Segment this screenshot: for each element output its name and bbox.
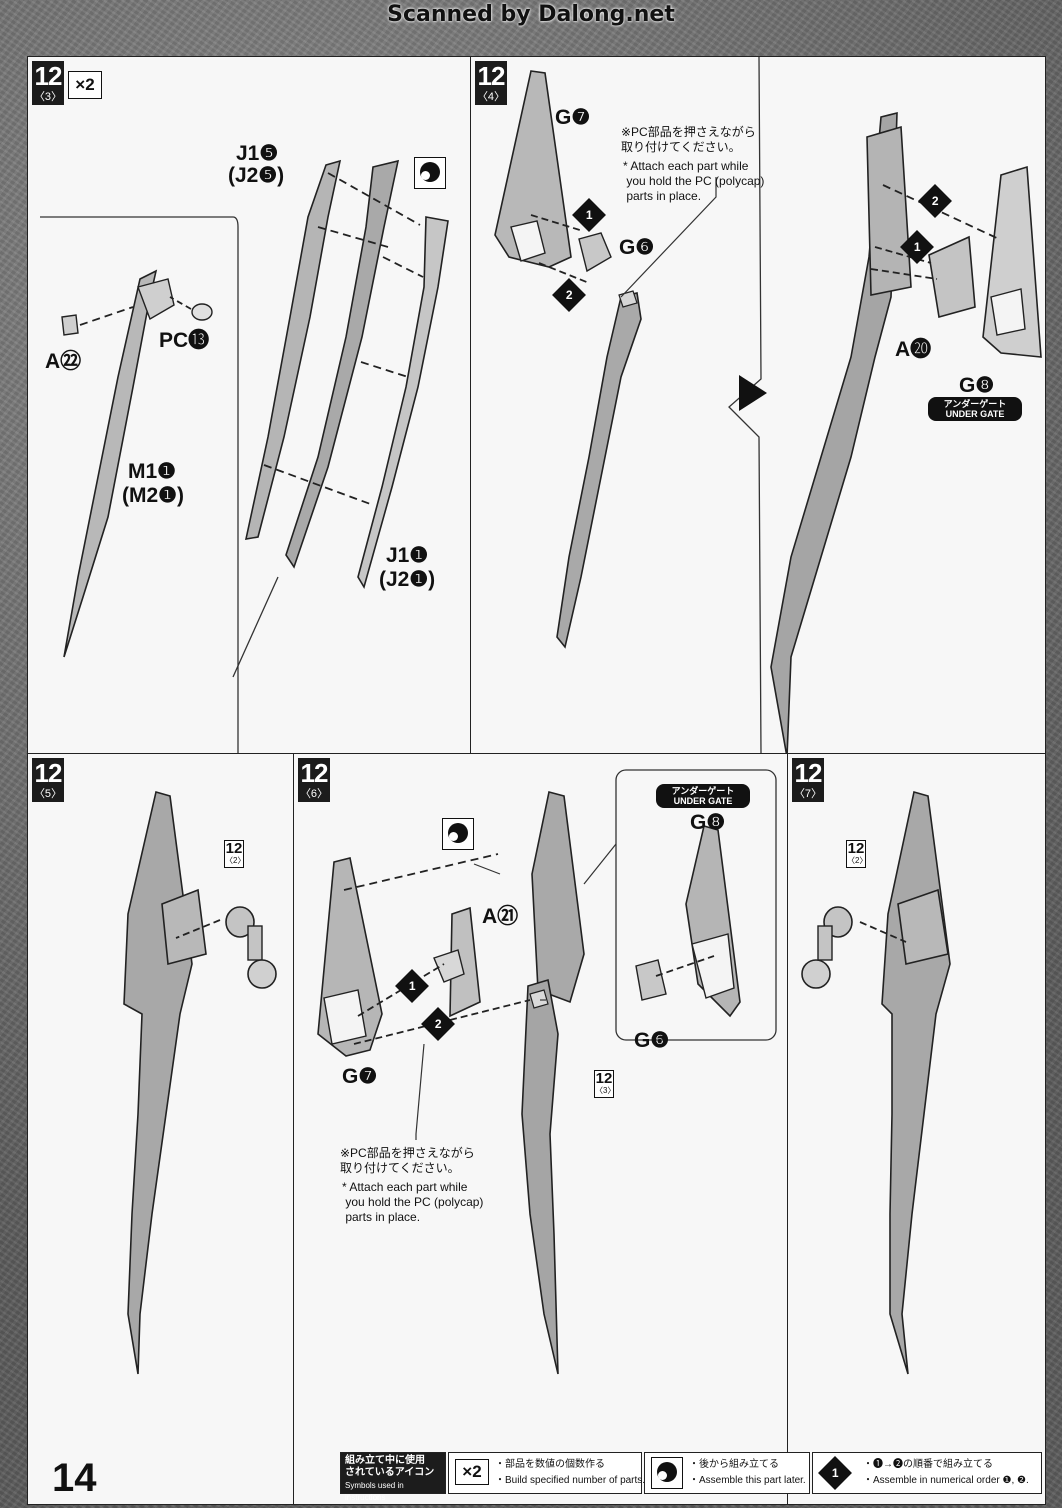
step-badge: 12〈7〉 xyxy=(792,758,824,802)
instruction-page: 12〈3〉 ×2 J1❺ (J2❺) A㉒ PC⓭ M1❶ (M2❶) J1❶ … xyxy=(27,56,1046,1505)
part-label-g7: G❼ xyxy=(555,106,591,129)
reference-step-badge: 12〈2〉 xyxy=(846,840,867,868)
part-label-m1-1: M1❶ xyxy=(128,460,176,483)
under-gate-tag: アンダーゲート UNDER GATE xyxy=(928,397,1022,421)
part-label-a21: A㉑ xyxy=(482,905,519,928)
step-badge: 12〈3〉 xyxy=(32,61,64,105)
legend-sequence: 1 ・❶→❷の順番で組み立てる ・Assemble in numerical o… xyxy=(812,1452,1042,1494)
under-gate-jp: アンダーゲート xyxy=(943,399,1007,409)
legend-title-jp: 組み立て中に使用 されているアイコン xyxy=(345,1455,435,1478)
panel-step-12-4: 12〈4〉 G❼ 1 G❻ 2 ※PC部品を押さえながら 取り付けてください。 … xyxy=(470,56,1046,755)
legend-multiply-jp: ・部品を数値の個数作る xyxy=(495,1459,605,1470)
part-label-g7: G❼ xyxy=(342,1065,378,1088)
panel-step-12-3-drawing xyxy=(40,159,449,754)
polycap-note-jp: ※PC部品を押さえながら 取り付けてください。 xyxy=(340,1146,475,1175)
legend-sequence-jp: ・❶→❷の順番で組み立てる xyxy=(863,1459,993,1470)
part-label-a22: A㉒ xyxy=(45,350,82,373)
part-label-g6: G❻ xyxy=(634,1029,670,1052)
part-label-pc13: PC⓭ xyxy=(159,329,210,352)
panel-step-12-4-drawing xyxy=(494,57,1042,754)
polycap-note-jp: ※PC部品を押さえながら 取り付けてください。 xyxy=(621,125,756,154)
panel-step-12-5: 12〈5〉 12〈2〉 xyxy=(27,753,295,1505)
assemble-later-icon xyxy=(414,157,446,189)
under-gate-en: UNDER GATE xyxy=(945,409,1005,419)
part-label-g8: G❽ xyxy=(959,374,995,397)
part-label-j1-5: J1❺ xyxy=(236,142,279,165)
polycap-note-en: * Attach each part while you hold the PC… xyxy=(342,1180,484,1224)
panel-step-12-6: 12〈6〉 A㉑ 1 2 G❼ 12〈3〉 アンダーゲート UNDER GATE… xyxy=(293,753,789,1505)
polycap-note-en: * Attach each part while you hold the PC… xyxy=(623,159,765,203)
under-gate-en: UNDER GATE xyxy=(673,796,733,806)
multiplier-badge: ×2 xyxy=(68,71,102,99)
part-label-g6: G❻ xyxy=(619,236,655,259)
part-label-m2-1: (M2❶) xyxy=(122,484,184,507)
legend-multiply: ×2 ・部品を数値の個数作る ・Build specified number o… xyxy=(448,1452,646,1494)
legend-later-en: ・Assemble this part later. xyxy=(689,1475,806,1486)
scan-credit: Scanned by Dalong.net xyxy=(387,2,675,27)
page-number: 14 xyxy=(52,1456,97,1500)
panel-step-12-5-drawing xyxy=(123,790,277,1375)
multiplier-icon: ×2 xyxy=(455,1459,489,1485)
part-label-j2-5: (J2❺) xyxy=(228,164,285,187)
panel-step-12-3: 12〈3〉 ×2 J1❺ (J2❺) A㉒ PC⓭ M1❶ (M2❶) J1❶ … xyxy=(27,56,472,755)
step-badge: 12〈6〉 xyxy=(298,758,330,802)
part-label-g8: G❽ xyxy=(690,811,726,834)
panel-step-12-6-drawing xyxy=(317,769,777,1375)
legend-sequence-en: ・Assemble in numerical order ❶, ❷. xyxy=(863,1475,1029,1486)
step-badge: 12〈5〉 xyxy=(32,758,64,802)
part-label-a20: A⓴ xyxy=(895,338,932,361)
part-label-j2-1: (J2❶) xyxy=(379,568,436,591)
panel-step-12-7: 12〈7〉 12〈2〉 xyxy=(787,753,1046,1505)
sequence-icon: 1 xyxy=(818,1456,852,1490)
legend-symbols-title: 組み立て中に使用 されているアイコン Symbols used in instr… xyxy=(340,1452,446,1502)
step-badge: 12〈4〉 xyxy=(475,61,507,105)
panel-step-12-7-drawing xyxy=(801,790,951,1375)
under-gate-tag: アンダーゲート UNDER GATE xyxy=(656,784,750,808)
under-gate-jp: アンダーゲート xyxy=(671,786,735,796)
legend-later-jp: ・後から組み立てる xyxy=(689,1459,779,1470)
part-label-j1-1: J1❶ xyxy=(386,544,429,567)
legend-later: ・後から組み立てる ・Assemble this part later. xyxy=(644,1452,810,1494)
legend-title-en: Symbols used in instructions xyxy=(345,1481,404,1502)
reference-step-badge: 12〈3〉 xyxy=(594,1070,615,1098)
legend-multiply-en: ・Build specified number of parts. xyxy=(495,1475,646,1486)
reference-step-badge: 12〈2〉 xyxy=(224,840,245,868)
assemble-later-icon xyxy=(442,818,474,850)
assemble-later-icon xyxy=(651,1457,683,1489)
